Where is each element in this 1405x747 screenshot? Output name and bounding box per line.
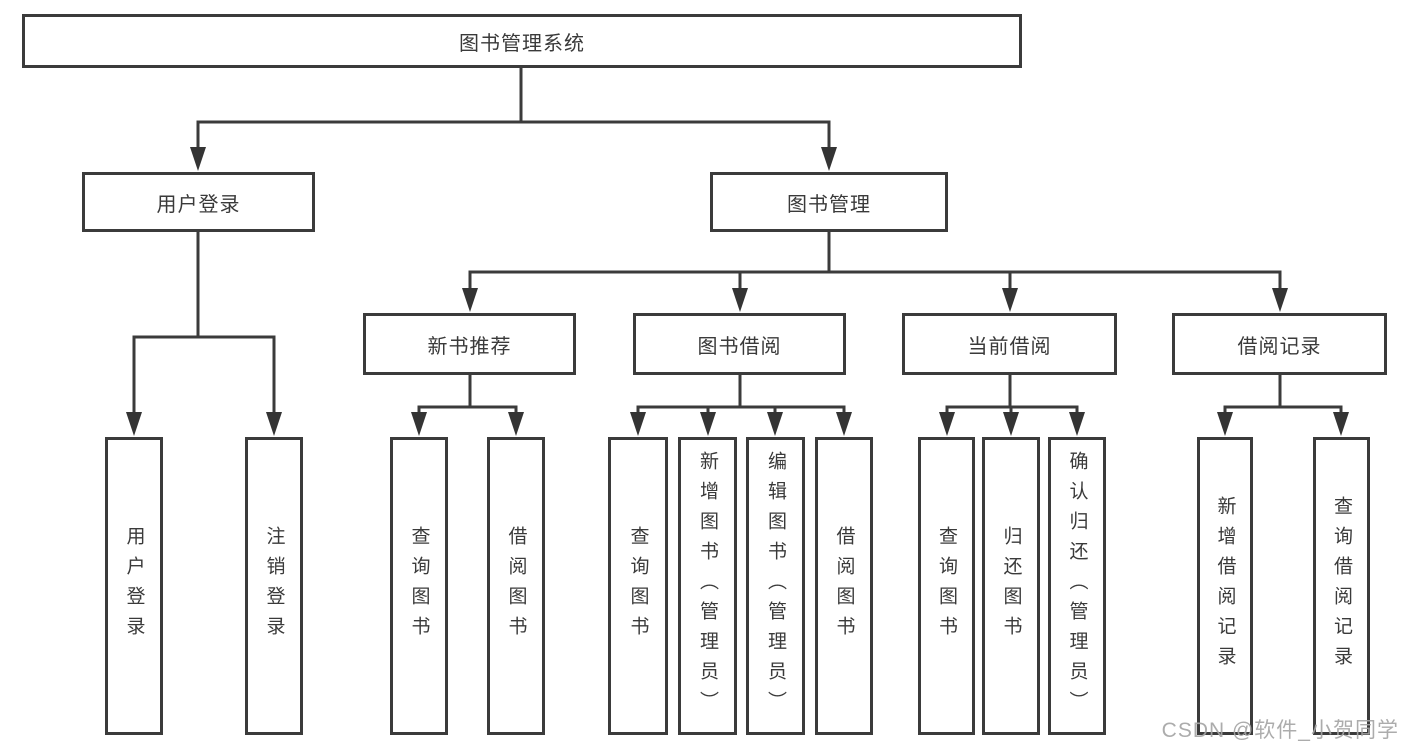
leaf-query-borrow-record: 查询借阅记录 (1313, 437, 1370, 735)
leaf-edit-book-admin: 编辑图书（管理员） (746, 437, 805, 735)
csdn-watermark: CSDN @软件_小贺同学 (1161, 719, 1399, 742)
node-new-book-recommend: 新书推荐 (363, 313, 576, 375)
node-book-borrow: 图书借阅 (633, 313, 846, 375)
leaf-confirm-return-admin: 确认归还（管理员） (1048, 437, 1106, 735)
node-label: 新书推荐 (427, 335, 512, 358)
node-borrow-records: 借阅记录 (1172, 313, 1387, 375)
node-book-management: 图书管理 (710, 172, 948, 232)
node-label: 查询图书 (936, 526, 957, 646)
leaf-query-books-current: 查询图书 (918, 437, 975, 735)
leaf-return-book: 归还图书 (982, 437, 1040, 735)
node-root: 图书管理系统 (22, 14, 1022, 68)
node-label: 新增借阅记录 (1214, 496, 1236, 676)
node-label: 借阅图书 (505, 526, 527, 646)
leaf-add-book-admin: 新增图书（管理员） (678, 437, 737, 735)
node-label: 借阅记录 (1237, 335, 1322, 358)
node-label: 查询图书 (408, 526, 430, 646)
leaf-add-borrow-record: 新增借阅记录 (1197, 437, 1253, 735)
leaf-logout: 注销登录 (245, 437, 303, 735)
leaf-query-books-recommend: 查询图书 (390, 437, 448, 735)
node-label: 查询图书 (627, 526, 649, 646)
leaf-query-books-borrow: 查询图书 (608, 437, 668, 735)
leaf-borrow-books: 借阅图书 (815, 437, 873, 735)
node-label: 归还图书 (1000, 526, 1022, 646)
node-label: 注销登录 (263, 526, 285, 646)
node-label: 用户登录 (156, 193, 241, 216)
node-label: 用户登录 (123, 526, 145, 646)
node-label: 图书管理系统 (459, 32, 585, 55)
node-current-borrow: 当前借阅 (902, 313, 1117, 375)
node-label: 确认归还（管理员） (1066, 451, 1088, 721)
node-label: 图书借阅 (697, 335, 782, 358)
node-label: 编辑图书（管理员） (765, 451, 786, 721)
leaf-borrow-books-recommend: 借阅图书 (487, 437, 545, 735)
node-label: 借阅图书 (833, 526, 855, 646)
node-label: 当前借阅 (967, 335, 1052, 358)
node-label: 新增图书（管理员） (697, 451, 718, 721)
node-label: 查询借阅记录 (1331, 496, 1352, 676)
node-label: 图书管理 (787, 193, 871, 216)
node-user-login: 用户登录 (82, 172, 315, 232)
leaf-user-login: 用户登录 (105, 437, 163, 735)
